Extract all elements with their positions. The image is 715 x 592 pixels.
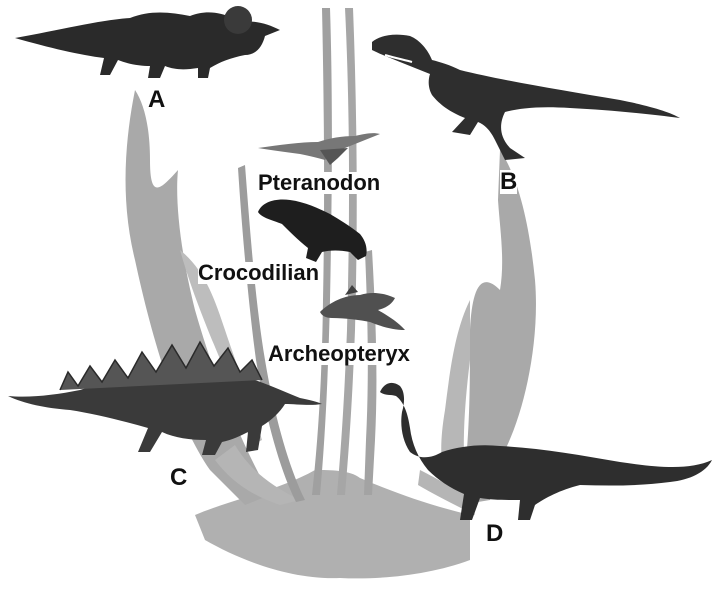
label-d: D bbox=[486, 522, 503, 546]
label-crocodilian: Crocodilian bbox=[198, 262, 319, 284]
dinosaur-d-sauropod bbox=[380, 383, 712, 520]
pteranodon-figure bbox=[258, 133, 380, 165]
label-pteranodon: Pteranodon bbox=[258, 172, 380, 194]
stem-right-inner bbox=[364, 250, 376, 495]
label-b: B bbox=[500, 170, 517, 194]
label-a: A bbox=[148, 88, 165, 112]
label-c: C bbox=[170, 466, 187, 490]
archeopteryx-figure bbox=[320, 285, 405, 330]
dinosaur-b-tyrannosaur bbox=[372, 35, 680, 160]
label-archeopteryx: Archeopteryx bbox=[268, 343, 410, 365]
dinosaur-a-triceratops bbox=[15, 6, 280, 78]
